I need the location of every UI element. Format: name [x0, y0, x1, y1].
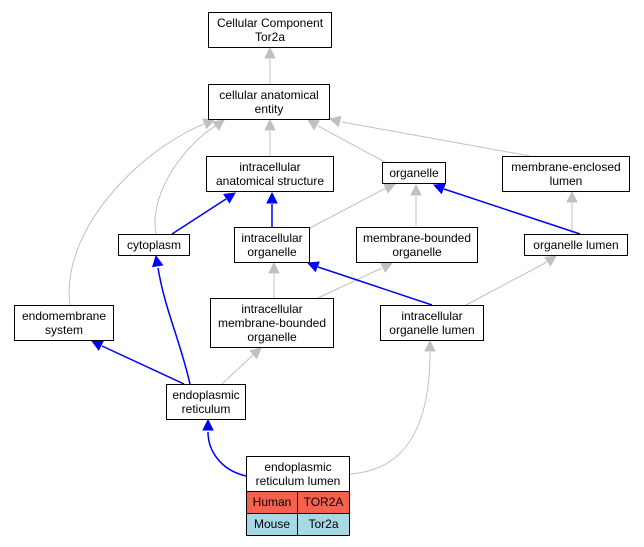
node-label-line: endomembrane — [21, 309, 107, 323]
edge-iol-to-ol-arrowhead — [544, 255, 557, 267]
node-label-line: intracellular — [241, 231, 303, 245]
node-label-line: reticulum lumen — [255, 474, 341, 488]
node-intracellular-organelle[interactable]: intracellular organelle — [234, 227, 310, 263]
species-label: Human — [252, 495, 292, 509]
node-label-line: organelle lumen — [389, 323, 475, 337]
ortholog-mouse-species: Mouse — [246, 513, 298, 536]
gene-label: Tor2a — [308, 517, 339, 531]
node-label-line: entity — [254, 102, 284, 116]
node-label-line: membrane-bounded — [362, 231, 472, 245]
edge-iol-to-io-arrowhead — [306, 261, 320, 273]
node-organelle[interactable]: organelle — [382, 162, 446, 184]
node-label-line: organelle — [389, 166, 439, 180]
gene-label: TOR2A — [303, 495, 344, 509]
edge-er-to-cytoplasm-arrowhead — [151, 254, 164, 268]
node-intracellular-anatomical-structure[interactable]: intracellular anatomical structure — [206, 156, 334, 192]
edge-erl-to-er — [207, 431, 247, 477]
edge-iol-to-io — [317, 266, 433, 306]
node-label-line: endoplasmic — [172, 388, 240, 402]
ortholog-mouse-gene: Tor2a — [297, 513, 350, 536]
edge-imbo-to-io-arrowhead — [268, 261, 280, 274]
node-label-line: Cellular Component — [216, 16, 324, 30]
node-label-line: reticulum — [181, 402, 231, 416]
edge-ol-to-mel-arrowhead — [566, 190, 578, 203]
edge-er-to-cytoplasm — [157, 267, 191, 385]
edge-mel-to-cae-arrowhead — [328, 115, 342, 128]
node-endomembrane-system[interactable]: endomembrane system — [14, 305, 114, 341]
edge-cytoplasm-to-cae-arrowhead — [212, 119, 225, 131]
edge-iol-to-ol — [465, 261, 548, 306]
node-label-line: membrane-bounded — [217, 316, 327, 330]
edge-er-to-imbo — [221, 354, 254, 385]
edge-io-to-organelle — [309, 187, 387, 229]
edge-erl-to-iol — [349, 351, 431, 475]
node-endoplasmic-reticulum[interactable]: endoplasmic reticulum — [166, 384, 246, 420]
node-label-line: system — [44, 323, 83, 337]
node-label-line: organelle lumen — [533, 238, 619, 252]
node-cellular-component-root[interactable]: Cellular Component Tor2a — [208, 12, 332, 48]
edge-endomembrane-to-cae — [68, 123, 205, 306]
edge-mbo-to-organelle-arrowhead — [410, 183, 422, 196]
edge-er-to-endomembrane — [101, 345, 185, 385]
node-label-line: intracellular — [401, 309, 463, 323]
node-cellular-anatomical-entity[interactable]: cellular anatomical entity — [208, 84, 330, 120]
node-membrane-enclosed-lumen[interactable]: membrane-enclosed lumen — [502, 156, 630, 192]
node-cytoplasm[interactable]: cytoplasm — [118, 234, 190, 256]
edge-io-to-organelle-arrowhead — [383, 182, 397, 194]
node-label-line: membrane-enclosed — [511, 160, 621, 174]
edge-organelle-to-cae — [317, 125, 386, 163]
node-endoplasmic-reticulum-lumen[interactable]: endoplasmic reticulum lumen — [246, 456, 350, 492]
edge-imbo-to-mbo-arrowhead — [380, 262, 393, 273]
node-organelle-lumen[interactable]: organelle lumen — [524, 234, 628, 256]
node-label-line: intracellular — [239, 160, 301, 174]
edge-cytoplasm-to-ias — [171, 198, 227, 235]
edge-imbo-to-mbo — [317, 267, 383, 299]
ortholog-human-species: Human — [246, 491, 298, 514]
species-label: Mouse — [253, 517, 291, 531]
edge-io-to-ias-arrowhead — [266, 191, 278, 204]
edge-organelle-to-cae-arrowhead — [307, 119, 320, 131]
node-label-line: cytoplasm — [126, 238, 182, 252]
edge-endomembrane-to-cae-arrowhead — [202, 118, 216, 130]
node-label-line: organelle — [247, 330, 297, 344]
edge-cytoplasm-to-cae — [154, 125, 217, 235]
edge-ol-to-organelle-arrowhead — [432, 183, 446, 195]
node-label-line: cellular anatomical — [219, 88, 319, 102]
node-label-line: organelle — [392, 245, 442, 259]
node-label-line: lumen — [549, 174, 583, 188]
edge-erl-to-er-arrowhead — [202, 418, 214, 431]
edge-er-to-endomembrane-arrowhead — [91, 340, 104, 351]
node-intracellular-organelle-lumen[interactable]: intracellular organelle lumen — [380, 305, 484, 341]
edge-mel-to-cae — [341, 121, 531, 157]
node-membrane-bounded-organelle[interactable]: membrane-bounded organelle — [356, 227, 478, 263]
edge-erl-to-iol-arrowhead — [424, 339, 436, 352]
edge-ias-to-cae-arrowhead — [264, 118, 276, 131]
node-label-line: Tor2a — [254, 30, 286, 44]
node-label-line: endoplasmic — [264, 460, 332, 474]
edge-cae-to-root-arrowhead — [264, 46, 276, 59]
edge-cytoplasm-to-ias-arrowhead — [223, 192, 236, 204]
node-intracellular-membrane-bounded-organelle[interactable]: intracellular membrane-bounded organelle — [210, 298, 334, 348]
node-label-line: organelle — [247, 245, 297, 259]
node-label-line: anatomical structure — [215, 174, 325, 188]
edge-ol-to-organelle — [443, 188, 581, 235]
ortholog-human-gene: TOR2A — [297, 491, 350, 514]
node-label-line: intracellular — [241, 302, 303, 316]
edge-er-to-imbo-arrowhead — [249, 347, 262, 360]
